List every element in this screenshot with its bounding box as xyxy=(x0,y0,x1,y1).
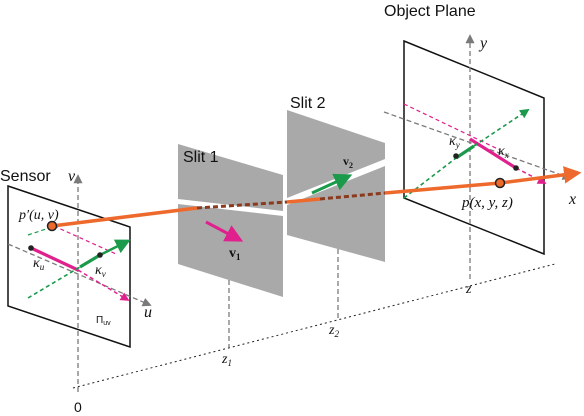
z2-label: z2 xyxy=(328,323,339,339)
pi-uv-symbol: Π xyxy=(96,315,103,326)
sensor-green-dashed xyxy=(27,266,81,299)
object-dot-left xyxy=(453,153,459,159)
origin-label: 0 xyxy=(74,399,82,415)
object-green-main xyxy=(455,144,475,160)
v1-subscript: 1 xyxy=(236,252,241,262)
z1-label: z1 xyxy=(221,352,232,368)
ray-behind-slit2 xyxy=(319,191,386,201)
kappa-u-label: κu xyxy=(33,256,45,272)
pi-uv-label: Πuv xyxy=(96,315,111,327)
v1-symbol: v xyxy=(229,246,236,261)
z1-symbol: z xyxy=(221,352,228,367)
optical-axis xyxy=(72,263,556,389)
kappa-u-symbol: κ xyxy=(33,256,40,271)
ray-slit1-to-slit2 xyxy=(286,197,321,204)
slit1-upper-panel xyxy=(178,144,283,211)
sensor-point-label: p′(u, v) xyxy=(18,208,59,223)
v1-arrow xyxy=(205,220,244,242)
sensor-magenta-main xyxy=(30,246,79,272)
slit2-upper-panel xyxy=(287,110,385,198)
kappa-x-symbol: κ xyxy=(498,144,505,159)
slit1-lower-panel xyxy=(178,204,283,297)
sensor-green-main xyxy=(79,253,101,269)
sensor-magenta-dashed xyxy=(53,225,117,255)
object-magenta-arrow xyxy=(515,167,547,184)
z1-subscript: 1 xyxy=(227,358,232,368)
object-x-axis-label: x xyxy=(568,191,576,208)
object-y-axis-label: y xyxy=(478,35,488,52)
kappa-x-subscript: x xyxy=(504,150,509,160)
object-point-marker xyxy=(494,177,506,189)
ray-through-slit1 xyxy=(196,200,288,210)
v2-label: v2 xyxy=(343,154,353,170)
z2-subscript: 2 xyxy=(334,329,339,339)
kappa-y-label: κy xyxy=(449,134,460,150)
ray-beyond-object xyxy=(499,166,582,185)
slit2-label: Slit 2 xyxy=(290,95,326,112)
kappa-x-label: κx xyxy=(498,144,509,160)
z2-symbol: z xyxy=(328,323,335,338)
kappa-y-symbol: κ xyxy=(449,134,456,149)
slit2-lower-panel xyxy=(287,166,385,262)
slit1-label: Slit 1 xyxy=(183,149,219,166)
sensor-v-axis-label: v xyxy=(68,168,76,185)
kappa-v-subscript: v xyxy=(102,269,106,279)
sensor-point-marker xyxy=(46,220,58,232)
object-green-arrow xyxy=(473,108,530,147)
ray-sensor-to-slit1 xyxy=(51,206,198,228)
ray-to-object xyxy=(384,181,501,195)
v2-subscript: 2 xyxy=(349,161,353,170)
object-dot-right xyxy=(513,165,519,171)
object-plane-label: Object Plane xyxy=(384,3,476,20)
object-point-label: p(x, y, z) xyxy=(461,195,513,211)
kappa-u-subscript: u xyxy=(40,262,45,272)
pi-uv-subscript: uv xyxy=(103,320,111,327)
kappa-v-label: κv xyxy=(95,263,106,279)
v1-label: v1 xyxy=(229,246,241,262)
kappa-y-subscript: y xyxy=(455,140,460,150)
v2-symbol: v xyxy=(343,154,349,168)
sensor-dot-right xyxy=(97,252,103,258)
object-magenta-dashed xyxy=(403,103,501,151)
z-label: z xyxy=(465,282,472,297)
sensor-dot-left xyxy=(28,245,34,251)
sensor-label: Sensor xyxy=(0,168,51,185)
kappa-v-symbol: κ xyxy=(95,263,102,278)
sensor-green-arrow xyxy=(99,239,131,257)
v2-arrow xyxy=(311,173,353,195)
object-magenta-main xyxy=(469,137,517,170)
sensor-u-axis-label: u xyxy=(144,304,152,321)
sensor-magenta-arrow xyxy=(77,269,130,301)
